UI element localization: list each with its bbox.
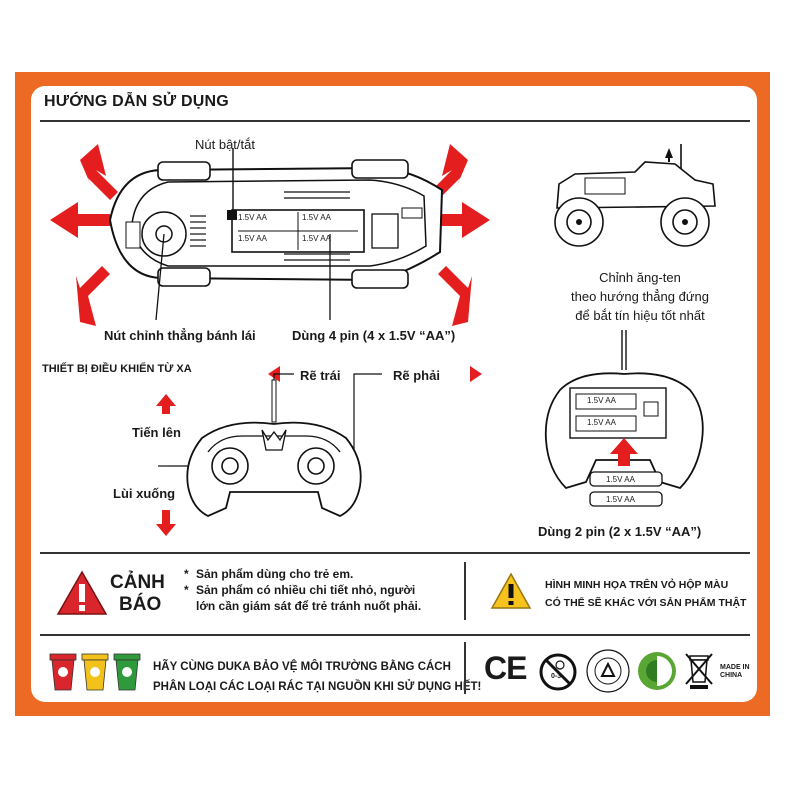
antenna-line-2: theo hướng thẳng đứng	[571, 289, 709, 304]
move-arrows-left	[50, 144, 118, 326]
loose-battery-2: 1.5V AA	[606, 495, 635, 504]
warning-bullet-2: *Sản phẩm có nhiều chi tiết nhỏ, người l…	[184, 582, 424, 614]
arrow-up-icon	[156, 394, 176, 414]
car-battery-cell-3: 1.5V AA	[238, 234, 267, 243]
page-title: HƯỚNG DẪN SỬ DỤNG	[44, 93, 229, 110]
antenna-line-3: để bắt tín hiệu tốt nhất	[575, 308, 705, 323]
divider	[464, 642, 466, 694]
divider	[40, 634, 750, 636]
box-image-note: HÌNH MINH HỌA TRÊN VỎ HỘP MÀU CÓ THỂ SẼ …	[545, 576, 746, 612]
box-note-line-1: HÌNH MINH HỌA TRÊN VỎ HỘP MÀU	[545, 579, 729, 591]
arrow-right-icon	[470, 366, 482, 382]
ce-mark-icon: CE	[484, 650, 527, 686]
warning-bullets: *Sản phẩm dùng cho trẻ em. *Sản phẩm có …	[184, 566, 424, 614]
warning-title-line-2: BÁO	[119, 594, 162, 615]
warning-bullet-1-text: Sản phẩm dùng cho trẻ em.	[196, 567, 354, 581]
backward-label: Lùi xuống	[113, 486, 176, 501]
truck-side-view	[554, 144, 716, 247]
move-arrows-right	[430, 144, 490, 326]
remote-diagram	[156, 366, 482, 536]
divider	[40, 552, 750, 554]
car-battery-cell-2: 1.5V AA	[302, 213, 331, 222]
remote-battery-note: Dùng 2 pin (2 x 1.5V “AA”)	[538, 524, 702, 539]
eco-line-1: HÃY CÙNG DUKA BẢO VỆ MÔI TRƯỜNG BẰNG CÁC…	[153, 661, 451, 673]
remote-battery-cell-2: 1.5V AA	[587, 418, 616, 427]
power-switch-label: Nút bật/tắt	[195, 137, 255, 152]
recycle-symbol-icon	[586, 649, 630, 693]
car-battery-cell-1: 1.5V AA	[238, 213, 267, 222]
steering-trim-label: Nút chỉnh thẳng bánh lái	[104, 328, 256, 343]
warning-triangle-icon	[56, 570, 108, 615]
wheelie-bin-crossed-icon	[685, 653, 713, 689]
box-note-line-2: CÓ THỂ SẼ KHÁC VỚI SẢN PHẨM THẬT	[545, 597, 747, 609]
arrow-down-icon	[156, 510, 176, 536]
remote-title: THIẾT BỊ ĐIỀU KHIỂN TỪ XA	[42, 363, 192, 375]
warning-title-line-1: CẢNH	[110, 572, 165, 593]
loose-battery-1: 1.5V AA	[606, 475, 635, 484]
warning-title: CẢNH BÁO	[110, 572, 165, 616]
warning-bullet-2-text: Sản phẩm có nhiều chi tiết nhỏ, người lớ…	[196, 583, 422, 613]
eco-line-2: PHÂN LOẠI CÁC LOẠI RÁC TẠI NGUỒN KHI SỬ …	[153, 681, 482, 693]
car-diagram	[50, 144, 490, 326]
made-line-2: CHINA	[720, 672, 743, 679]
made-in-china-label: MADE IN CHINA	[720, 664, 750, 680]
turn-right-label: Rẽ phải	[393, 368, 440, 383]
recycle-bins-icon	[49, 653, 141, 691]
antenna-instruction: Chỉnh ăng-ten theo hướng thẳng đứng để b…	[540, 268, 740, 325]
car-battery-note: Dùng 4 pin (4 x 1.5V “AA”)	[292, 328, 456, 343]
age-warning-icon	[539, 653, 577, 691]
remote-battery-cell-1: 1.5V AA	[587, 396, 616, 405]
caution-triangle-icon	[490, 572, 532, 609]
eco-message: HÃY CÙNG DUKA BẢO VỆ MÔI TRƯỜNG BẰNG CÁC…	[153, 657, 481, 697]
divider	[40, 120, 750, 122]
warning-bullet-1: *Sản phẩm dùng cho trẻ em.	[184, 567, 354, 581]
made-line-1: MADE IN	[720, 664, 750, 671]
divider	[464, 562, 466, 620]
remote-battery-diagram	[544, 330, 704, 507]
age-range-label: 0-3	[551, 673, 562, 680]
turn-left-label: Rẽ trái	[300, 368, 341, 383]
car-battery-cell-4: 1.5V AA	[302, 234, 331, 243]
forward-label: Tiến lên	[132, 425, 181, 440]
antenna-line-1: Chỉnh ăng-ten	[599, 270, 681, 285]
green-dot-icon	[638, 652, 676, 690]
